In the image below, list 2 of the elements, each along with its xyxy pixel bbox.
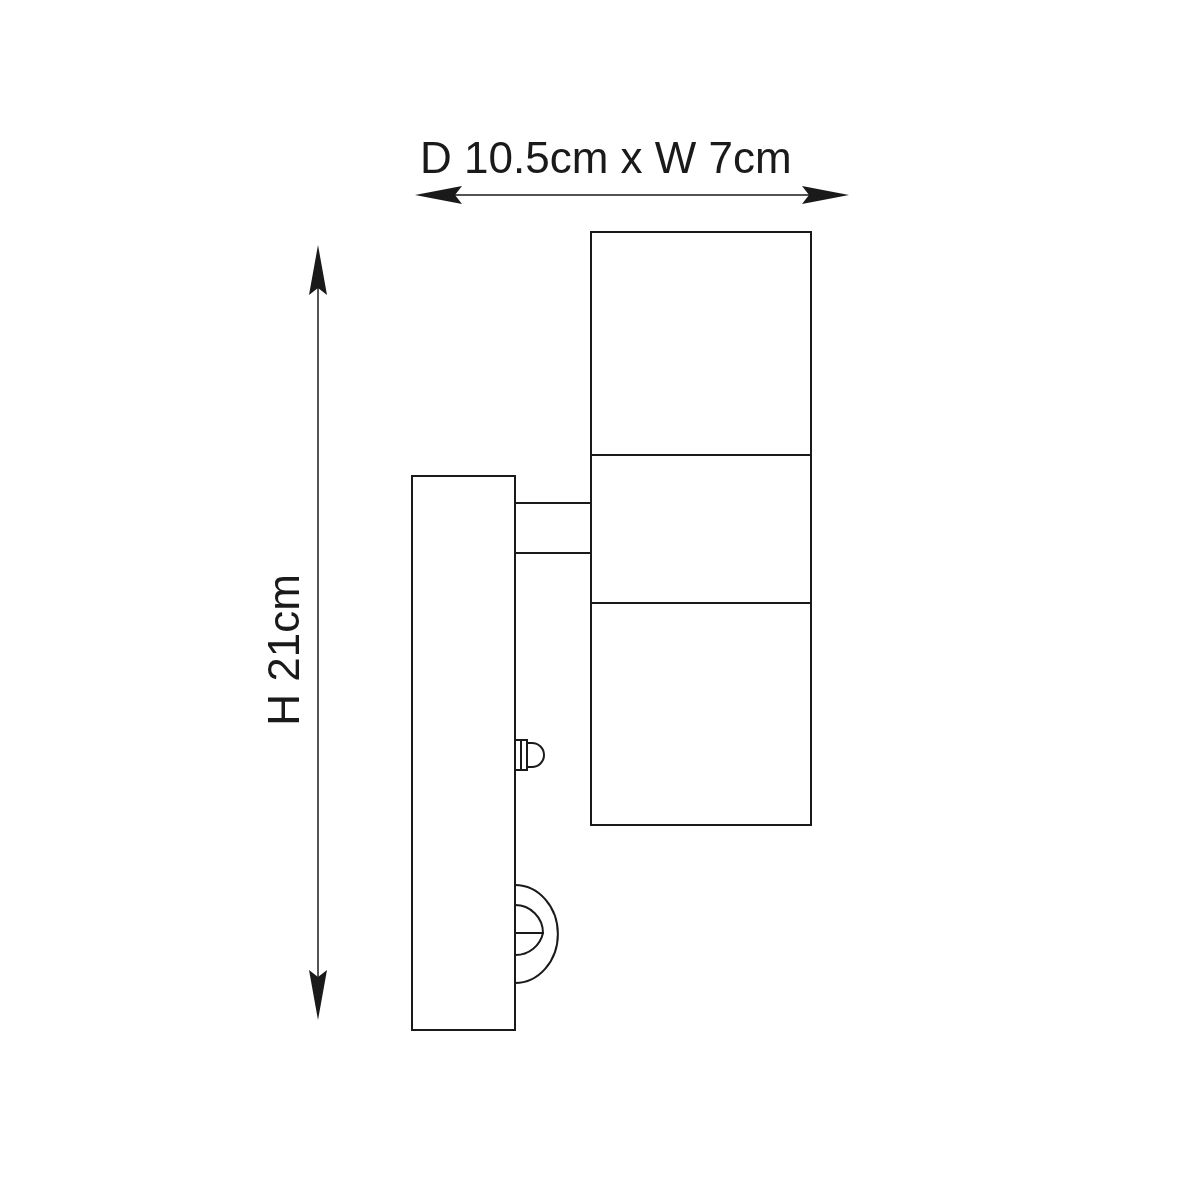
- dimension-label: H 21cm: [261, 574, 306, 726]
- dimension-label: D 10.5cm x W 7cm: [420, 136, 792, 180]
